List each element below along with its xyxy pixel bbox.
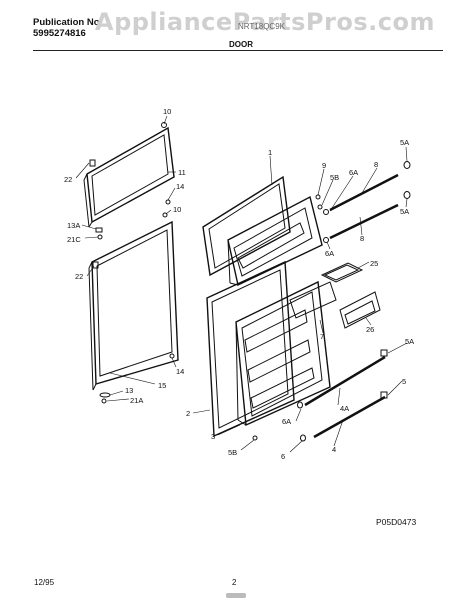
callout-22b: 22 (75, 272, 83, 281)
callout-1: 1 (268, 148, 272, 157)
callout-14a: 14 (176, 182, 184, 191)
callout-4: 4 (332, 445, 336, 454)
freezer-door-liner (227, 195, 323, 287)
callout-9: 9 (322, 161, 326, 170)
screw-14a (165, 199, 171, 205)
callout-21c: 21C (67, 235, 81, 244)
callout-14b: 14 (176, 367, 184, 376)
hinge-pin-10a (161, 122, 167, 128)
part-13 (99, 392, 111, 398)
diagram-id: P05D0473 (376, 517, 417, 527)
model-number: NRT18QC9K (238, 22, 285, 31)
pin-10b (162, 212, 168, 218)
section-title: DOOR (229, 40, 253, 49)
callout-10b: 10 (173, 205, 181, 214)
callout-15: 15 (158, 381, 166, 390)
publication-info: Publication No. 5995274816 (33, 17, 102, 39)
callout-labels: 10 22 11 14 10 13A 21C 22 14 15 13 21A 1… (64, 107, 414, 461)
fresh-food-door-liner (235, 280, 337, 427)
callout-5: 5 (402, 377, 406, 386)
callout-10a: 10 (163, 107, 171, 116)
callout-6: 6 (281, 452, 285, 461)
publication-number: 5995274816 (33, 28, 86, 39)
callout-13a: 13A (67, 221, 80, 230)
page-number: 2 (232, 578, 237, 587)
stop-22a (89, 159, 96, 167)
fresh-food-gasket (206, 260, 295, 438)
callout-5a-top: 5A (400, 138, 409, 147)
freezer-door-frame (83, 126, 175, 228)
callout-26: 26 (366, 325, 374, 334)
callout-6a-lower: 6A (325, 249, 334, 258)
publication-label: Publication No. (33, 17, 103, 28)
stop-22b (92, 261, 99, 269)
callout-4a: 4A (340, 404, 349, 413)
callout-3: 3 (211, 432, 215, 441)
part-5b-lower (252, 435, 258, 441)
callout-7: 7 (320, 332, 324, 341)
callout-8-lower: 8 (360, 234, 364, 243)
callout-21a: 21A (130, 396, 143, 405)
callout-25: 25 (370, 259, 378, 268)
fresh-food-door-frame (88, 220, 179, 391)
watermark: AppliancePartsPros.com (95, 8, 435, 36)
callout-22a: 22 (64, 175, 72, 184)
freezer-gasket (202, 175, 291, 277)
header-rule (33, 50, 443, 51)
part-21c (97, 234, 103, 240)
callout-6a-upper: 6A (349, 168, 358, 177)
callout-5a-mid: 5A (400, 207, 409, 216)
callout-13: 13 (125, 386, 133, 395)
leader-lines (75, 115, 408, 453)
footer-mark (226, 593, 246, 598)
callout-5b: 5B (330, 173, 339, 182)
callout-5a-bottom: 5A (405, 337, 414, 346)
part-9 (315, 194, 321, 200)
lower-shelf-bars (297, 349, 388, 442)
callout-6a-bottom: 6A (282, 417, 291, 426)
part-21a (101, 398, 107, 404)
callout-2: 2 (186, 409, 190, 418)
screw-14b (169, 353, 175, 359)
part-5b (317, 204, 323, 210)
part-13a (95, 227, 103, 233)
footer-date: 12/95 (34, 578, 55, 587)
upper-shelf-bars (323, 161, 411, 243)
callout-8-upper: 8 (374, 160, 378, 169)
callout-11: 11 (178, 168, 186, 177)
callout-5b-bottom: 5B (228, 448, 237, 457)
door-bin-26 (339, 291, 381, 329)
butter-dish (320, 262, 364, 283)
